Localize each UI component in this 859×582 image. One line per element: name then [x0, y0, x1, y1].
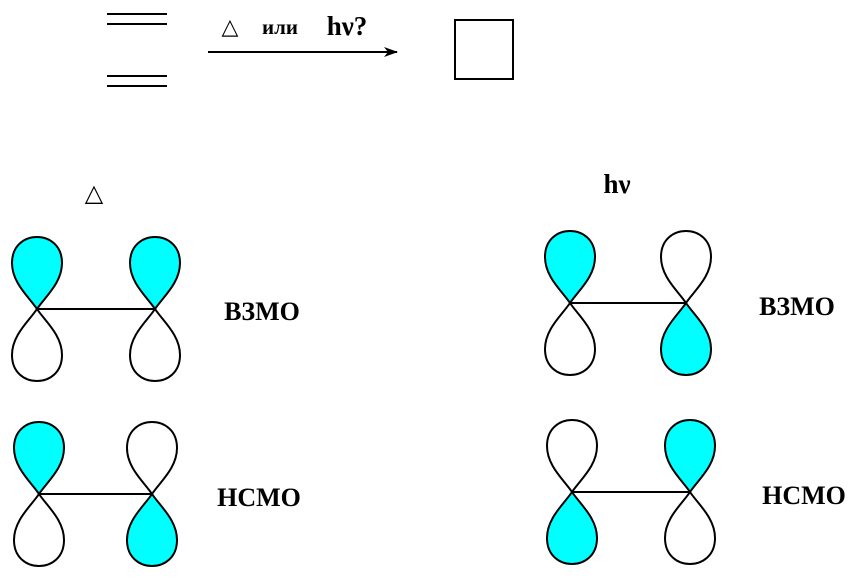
ethylene-pair: [107, 13, 167, 87]
photo-lumo-label: НСМО: [762, 481, 846, 510]
thermal-homo-right-bottom-lobe: [129, 308, 181, 382]
condition-or-label: или: [262, 15, 298, 39]
photo-lumo-right-bottom-lobe: [664, 491, 716, 565]
heat-triangle-icon: △: [222, 14, 239, 39]
thermal-lumo-right-top-lobe: [126, 421, 178, 495]
thermal-lumo-left-top-lobe: [13, 421, 65, 495]
photo-homo-right-bottom-lobe: [660, 302, 712, 376]
photo-homo-right-top-lobe: [660, 230, 712, 304]
photo-lumo-left-top-lobe: [546, 419, 598, 493]
photo-lumo-right-top-lobe: [664, 419, 716, 493]
thermal-lumo-label: НСМО: [217, 483, 301, 512]
photo-homo-orbital: [544, 230, 712, 376]
thermal-homo-orbital: [11, 236, 181, 382]
thermal-homo-right-top-lobe: [129, 236, 181, 310]
photochemical-light-label: hν: [603, 169, 630, 199]
thermal-lumo-orbital: [13, 421, 178, 567]
thermal-homo-left-top-lobe: [11, 236, 63, 310]
photo-lumo-orbital: [546, 419, 716, 565]
photo-homo-left-bottom-lobe: [544, 302, 596, 376]
thermal-lumo-right-bottom-lobe: [126, 493, 178, 567]
thermal-lumo-left-bottom-lobe: [13, 493, 65, 567]
photo-homo-left-top-lobe: [544, 230, 596, 304]
thermal-homo-label: ВЗМО: [224, 297, 300, 326]
photo-homo-label: ВЗМО: [759, 292, 835, 321]
condition-light-label: hν?: [327, 11, 368, 41]
photo-lumo-left-bottom-lobe: [546, 491, 598, 565]
thermal-heat-icon: △: [85, 181, 104, 207]
thermal-homo-left-bottom-lobe: [11, 308, 63, 382]
cyclobutane-product: [454, 19, 514, 80]
